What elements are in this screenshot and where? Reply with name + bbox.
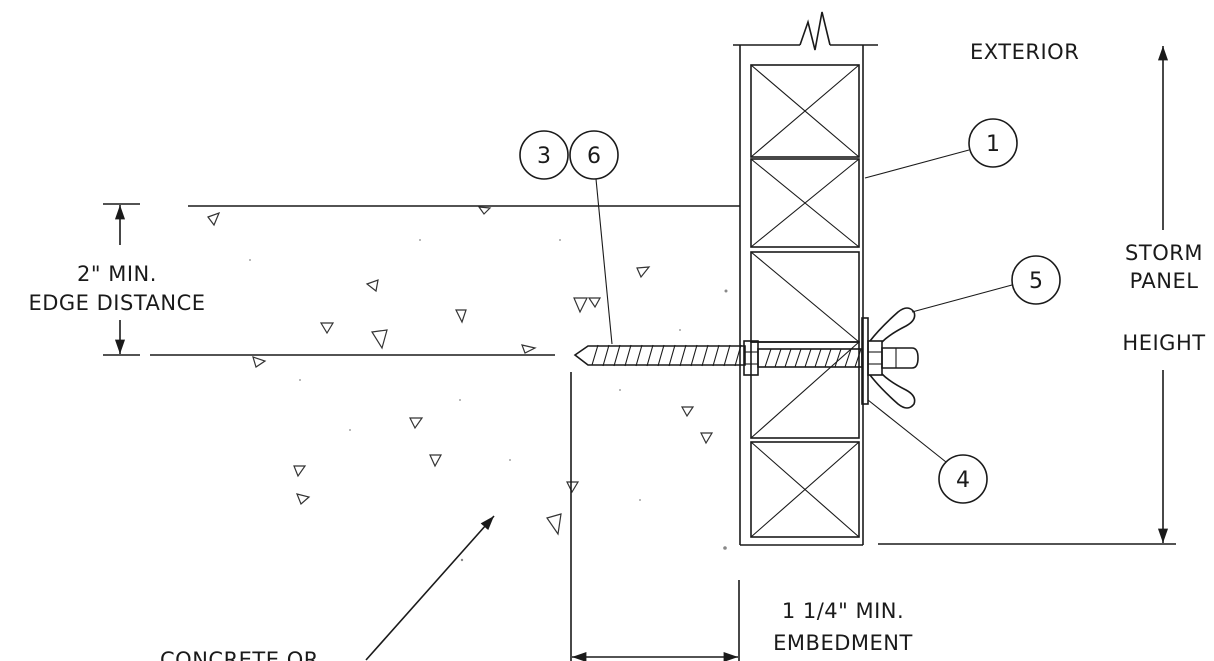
callout-3: 3 — [519, 130, 569, 180]
svg-text:1: 1 — [986, 132, 1000, 157]
callout-5: 5 — [1011, 255, 1061, 305]
svg-text:5: 5 — [1029, 269, 1043, 294]
svg-text:3: 3 — [537, 144, 551, 169]
label-edge-distance: EDGE DISTANCE — [28, 291, 205, 315]
label-panel: PANEL — [1130, 269, 1199, 293]
leader-6 — [595, 178, 613, 345]
label-height: HEIGHT — [1122, 331, 1205, 355]
svg-text:4: 4 — [956, 468, 970, 493]
label-concrete: CONCRETE OR — [160, 648, 319, 661]
label-embed-min: 1 1/4" MIN. — [782, 599, 904, 623]
label-embedment: EMBEDMENT — [773, 631, 913, 655]
callout-6: 6 — [569, 130, 619, 180]
concrete-aggregate-hatch — [207, 206, 728, 562]
label-exterior: EXTERIOR — [970, 40, 1079, 64]
storm-panel — [733, 11, 878, 546]
leader-5 — [911, 284, 1013, 313]
label-storm: STORM — [1125, 241, 1203, 265]
callout-1: 1 — [968, 118, 1018, 168]
washer-and-wing-nut — [861, 307, 919, 409]
leader-1 — [864, 149, 970, 179]
anchor-screw — [573, 340, 863, 376]
leader-4 — [867, 399, 947, 463]
svg-text:6: 6 — [587, 144, 601, 169]
label-edge-min: 2" MIN. — [77, 262, 157, 286]
concrete-leader-arrow — [365, 515, 495, 661]
callout-4: 4 — [938, 454, 988, 504]
